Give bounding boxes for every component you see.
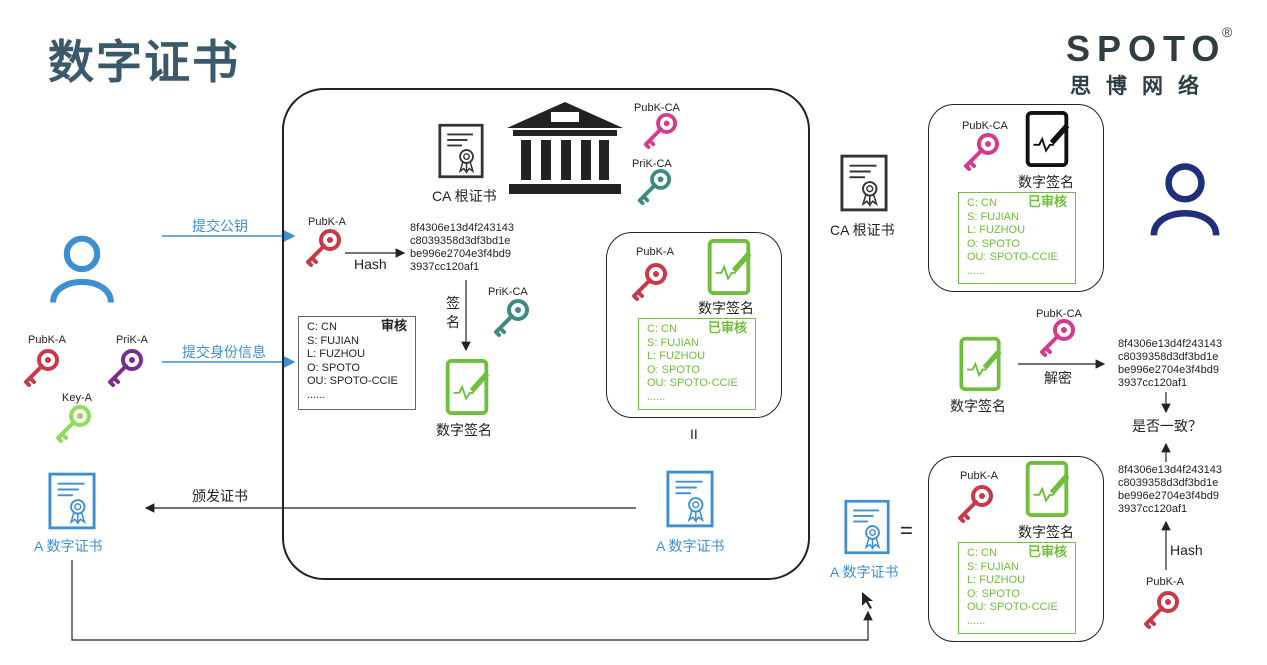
- root-signature-label: 数字签名: [1018, 174, 1074, 190]
- pubk-a-hash-right-label: PubK-A: [1146, 576, 1184, 588]
- logo-registered-mark: ®: [1222, 24, 1233, 40]
- issue-cert-label: 颁发证书: [192, 488, 248, 504]
- info-line: OU: SPOTO-CCIE: [967, 601, 1058, 613]
- info-line: L: FUZHOU: [967, 224, 1026, 236]
- info-line: C: CN: [967, 547, 997, 559]
- info-line: S: FUJIAN: [307, 334, 359, 347]
- ca-root-cert-box: [928, 104, 1104, 292]
- identity-info-root: 已审核 C: CN S: FUJIAN L: FUZHOU O: SPOTO O…: [958, 192, 1076, 284]
- hash-right-label: Hash: [1170, 542, 1203, 558]
- pubk-a-hash-label: PubK-A: [308, 216, 346, 228]
- submit-pubkey-label: 提交公钥: [192, 218, 248, 234]
- approved-stamp: 已审核: [707, 320, 747, 335]
- consistency-question: 是否一致？: [1132, 418, 1202, 434]
- parallel-sign: II: [690, 426, 698, 442]
- cursor-icon: [862, 592, 873, 609]
- prik-ca-sign-label: PriK-CA: [488, 286, 528, 298]
- info-line: O: SPOTO: [307, 361, 360, 374]
- info-line: OU: SPOTO-CCIE: [967, 251, 1058, 263]
- logo-wordmark: SPOTO: [1066, 28, 1227, 69]
- prik-ca-label: PriK-CA: [632, 158, 672, 170]
- hash-value-decrypted: 8f4306e13d4f243143 c8039358d3df3bd1e be9…: [1118, 338, 1222, 389]
- prik-a-label: PriK-A: [116, 334, 148, 346]
- ca-root-cert-right-icon: [840, 154, 888, 212]
- pubk-a-key-icon: [24, 349, 59, 387]
- received-signature-label: 数字签名: [1018, 524, 1074, 540]
- decrypt-label: 解密: [1044, 370, 1072, 386]
- info-line: C: CN: [307, 321, 337, 333]
- pubk-ca-root-label: PubK-CA: [962, 120, 1008, 132]
- info-line: L: FUZHOU: [967, 574, 1026, 586]
- user-b-icon: [1154, 166, 1216, 235]
- info-line: O: SPOTO: [967, 587, 1020, 600]
- info-line: C: CN: [647, 323, 677, 335]
- info-line: OU: SPOTO-CCIE: [647, 377, 738, 389]
- identity-info-received: 已审核 C: CN S: FUJIAN L: FUZHOU O: SPOTO O…: [958, 542, 1076, 634]
- pubk-a-received-label: PubK-A: [960, 470, 998, 482]
- info-line: ......: [967, 614, 986, 627]
- info-line: S: FUJIAN: [647, 336, 699, 349]
- ca-root-cert-label: CA 根证书: [432, 188, 497, 204]
- info-line: O: SPOTO: [647, 363, 700, 376]
- a-cert-ca-label: A 数字证书: [656, 538, 725, 554]
- hash-label: Hash: [354, 256, 387, 272]
- info-line: ......: [307, 388, 326, 401]
- identity-info-pending: 审核 C: CN S: FUJIAN L: FUZHOU O: SPOTO OU…: [298, 316, 416, 410]
- info-line: ......: [967, 264, 986, 277]
- info-line: C: CN: [967, 197, 997, 209]
- pubk-ca-decrypt-key-icon: [1040, 319, 1075, 357]
- info-line: S: FUJIAN: [967, 560, 1019, 573]
- info-line: S: FUJIAN: [967, 210, 1019, 223]
- cert-transfer-line: [71, 560, 873, 641]
- review-stamp: 审核: [380, 318, 407, 333]
- ca-root-cert-right-label: CA 根证书: [830, 222, 895, 238]
- key-a-icon: [56, 405, 91, 443]
- pubk-ca-label: PubK-CA: [634, 102, 680, 114]
- verify-signature-label: 数字签名: [950, 398, 1006, 414]
- approved-stamp: 已审核: [1027, 194, 1067, 209]
- cert-signature-label: 数字签名: [698, 300, 754, 316]
- sign-label: 签名: [446, 295, 460, 330]
- info-line: ......: [647, 390, 666, 403]
- equals-sign: =: [900, 518, 913, 543]
- a-cert-right-icon: [844, 499, 890, 555]
- pubk-a-hash-right-key-icon: [1144, 591, 1179, 629]
- verify-signature-tablet-icon: [959, 336, 1002, 392]
- submit-identity-label: 提交身份信息: [182, 344, 266, 360]
- signature-label: 数字签名: [436, 422, 492, 438]
- page-title: 数字证书: [48, 36, 240, 88]
- a-cert-right-label: A 数字证书: [830, 564, 899, 580]
- info-line: O: SPOTO: [967, 237, 1020, 250]
- hash-value-ca: 8f4306e13d4f243143 c8039358d3df3bd1e be9…: [410, 222, 514, 273]
- key-a-label: Key-A: [62, 392, 92, 404]
- info-line: OU: SPOTO-CCIE: [307, 375, 398, 387]
- pubk-ca-decrypt-label: PubK-CA: [1036, 308, 1082, 320]
- pubk-a-cert-label: PubK-A: [636, 246, 674, 258]
- info-line: L: FUZHOU: [307, 348, 366, 360]
- approved-stamp: 已审核: [1027, 544, 1067, 559]
- hash-value-computed: 8f4306e13d4f243143 c8039358d3df3bd1e be9…: [1118, 464, 1222, 515]
- ca-authority-box: [282, 88, 810, 580]
- a-cert-left-icon: [48, 472, 96, 530]
- logo-subtitle: 思博网络: [1070, 75, 1214, 98]
- info-line: L: FUZHOU: [647, 350, 706, 362]
- received-cert-box: [928, 456, 1104, 642]
- identity-info-approved-ca: 已审核 C: CN S: FUJIAN L: FUZHOU O: SPOTO O…: [638, 318, 756, 410]
- a-cert-left-label: A 数字证书: [34, 538, 103, 554]
- prik-a-key-icon: [108, 349, 143, 387]
- user-a-icon: [53, 239, 111, 303]
- issued-cert-box: [606, 232, 782, 418]
- pubk-a-label: PubK-A: [28, 334, 66, 346]
